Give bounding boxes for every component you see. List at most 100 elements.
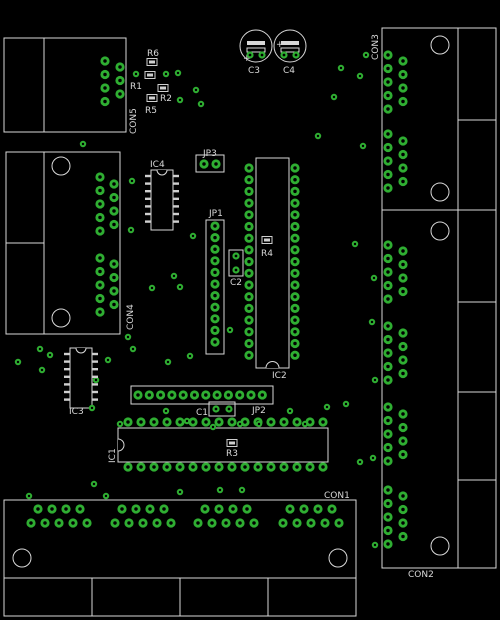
con1-block4-top-pad-2 [299,504,309,514]
con2-b-pad-1 [398,246,408,256]
ic2-left-pad-14 [244,315,254,325]
con4-c-pad-2 [95,266,105,277]
ic4-leg-l4 [145,197,151,200]
c2-pad-2 [232,266,240,274]
con3-c-pad-1 [383,129,393,139]
con4-b-pad-3 [109,206,119,216]
label-con4: CON4 [126,304,136,330]
con1-block2-bottom-pad-5 [166,518,176,528]
jp1-outline [205,219,225,355]
con2-f-pad-4 [398,449,408,460]
con3-d-pad-2 [398,149,408,160]
jp2-pad-9 [223,390,233,400]
con2-c-pad-4 [383,361,393,372]
con5-a-pad-2 [100,69,110,80]
r2-body [157,84,169,92]
con4-a-pad-5 [95,226,105,236]
ic2-right-pad-8 [290,245,300,255]
con2-mount-hole-bottom [430,536,450,556]
via-23 [226,326,234,334]
con1-block2-top-pad-2 [131,504,141,514]
con5-outline [3,37,127,133]
ic2-left-pad-7 [244,233,254,243]
con2-h-pad-3 [398,518,408,528]
ic2-left-pad-16 [244,338,254,349]
via-50 [362,51,370,59]
c4-band [281,41,299,45]
con2-b-pad-2 [398,259,408,270]
ic3-leg-r5 [92,383,98,386]
con3-a-pad-2 [383,63,393,74]
con2-a-pad-4 [383,280,393,291]
jp2-pad-10 [235,390,245,400]
jp2-pad-2 [144,390,154,400]
con2-f-pad-2 [398,422,408,433]
con1-block1-top-pad-1 [33,504,43,514]
label-ic3: IC3 [69,407,84,417]
via-6 [176,96,184,104]
ic2-right-pad-16 [290,338,300,349]
ic2-left-pad-13 [244,303,254,313]
ic2-right-pad-17 [290,350,300,360]
c4-outline [273,29,307,63]
label-c3: C3 [248,66,260,76]
r5-body [146,94,158,102]
ic3-leg-l7 [64,398,70,401]
ic4-leg-r5 [173,205,179,208]
ic1-bottom-pad-14 [292,462,302,472]
via-3 [174,69,182,77]
label-r4: R4 [261,249,273,259]
label-jp1: JP1 [208,209,223,219]
via-26 [116,420,124,428]
ic1-top-pad-5 [175,417,185,427]
ic2-notch [265,361,280,369]
ic4-notch [156,169,168,176]
ic2-right-pad-1 [290,163,300,173]
ic4-leg-r3 [173,190,179,193]
con4-b-pad-4 [109,219,119,230]
via-36 [216,486,224,494]
ic-notches [75,169,280,452]
ic2-left-pad-15 [244,327,254,337]
con1-block3-top-pad-4 [242,504,252,514]
label-c4-plus: + [276,40,284,50]
jp1-pad-2 [210,233,220,243]
ic2-right-pad-6 [290,221,300,232]
ic1-top-pad-4 [162,417,172,427]
ic2-right-pad-3 [290,186,300,196]
ic3-leg-l5 [64,383,70,386]
via-2 [132,70,140,78]
con1-block1-bottom-pad-2 [40,518,50,528]
con1-block1-bottom-pad-3 [54,518,64,528]
con4-mount-hole-top [51,156,71,176]
ic2-right-pad-11 [290,280,300,290]
jp2-pad-3 [156,390,166,400]
jp3-pad-1 [199,159,209,169]
ic1-top-pad-12 [266,417,276,427]
via-38 [176,488,184,496]
via-34 [323,403,331,411]
via-24 [92,376,100,384]
con5-a-pad-3 [100,83,110,93]
ic1-bottom-pad-16 [318,462,328,472]
ic2-left-pad-8 [244,245,254,255]
c2-pad-1 [232,252,240,260]
ic3-leg-l3 [64,368,70,371]
ic1-top-pad-6 [188,417,198,427]
ic3-leg-r4 [92,375,98,378]
ic2-right-pad-5 [290,210,300,220]
con4-b-pad-2 [109,192,119,203]
ic2-left-pad-6 [244,221,254,232]
via-49 [337,64,345,72]
label-jp2: JP2 [251,406,266,416]
con3-b-pad-3 [398,83,408,93]
con1-block3-top-pad-2 [214,504,224,514]
con3-b-pad-4 [398,96,408,107]
ic2-right-pad-7 [290,233,300,243]
con1-block3-top-pad-1 [200,504,210,514]
ic4-leg-l1 [145,174,151,178]
con1-mount-hole-right [328,548,348,568]
con4-c-pad-5 [95,307,105,317]
via-39 [102,492,110,500]
ic4-leg-r6 [173,212,179,216]
